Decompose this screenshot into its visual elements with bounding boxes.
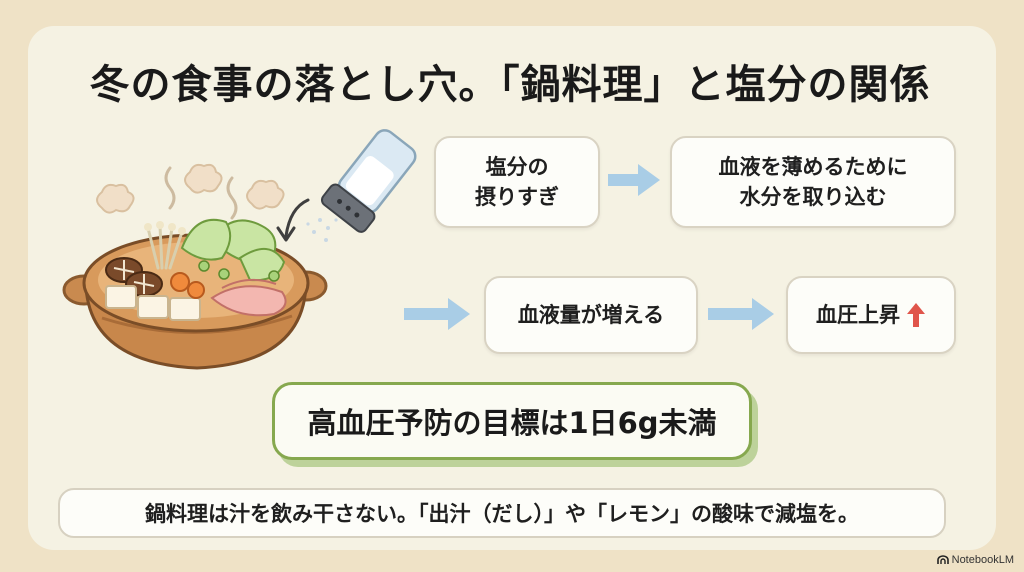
flow-arrow-icon: [404, 298, 470, 330]
target-callout: 高血圧予防の目標は1日6g未満: [272, 382, 752, 460]
tip-banner: 鍋料理は汁を飲み干さない。「出汁（だし）」や「レモン」の酸味で減塩を。: [58, 488, 946, 538]
flow-step-salt-intake: 塩分の 摂りすぎ: [434, 136, 600, 228]
hot-pot-illustration: [62, 163, 328, 370]
flow-step-water-intake: 血液を薄めるために 水分を取り込む: [670, 136, 956, 228]
brand-watermark: NotebookLM: [936, 554, 1014, 566]
flow-step-blood-volume: 血液量が増える: [484, 276, 698, 354]
flow-arrow-icon: [608, 164, 660, 196]
flow-arrow-icon: [708, 298, 774, 330]
salt-shaker-icon: [276, 129, 417, 242]
flow-step-blood-pressure-rise: 血圧上昇: [786, 276, 956, 354]
up-arrow-icon: [907, 303, 925, 327]
notebooklm-logo-icon: [936, 555, 949, 564]
page-title: 冬の食事の落とし穴。「鍋料理」と塩分の関係: [89, 62, 931, 108]
